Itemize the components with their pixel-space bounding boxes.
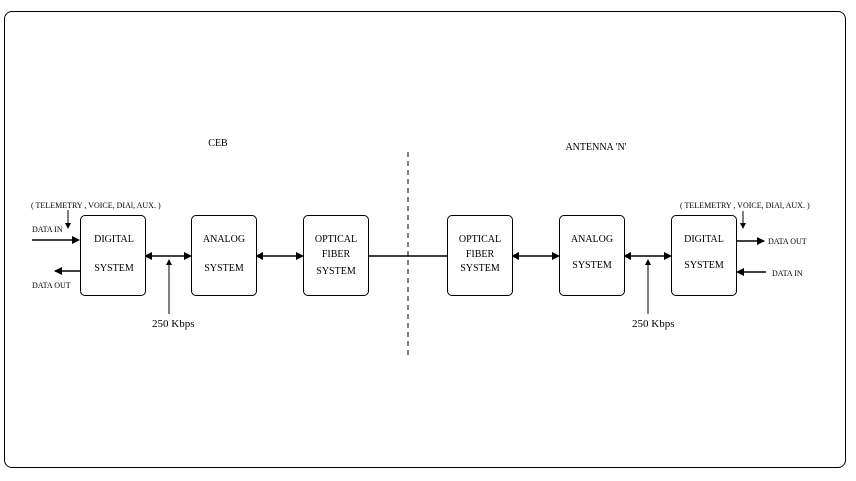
left-rate-label: 250 Kbps [152,318,195,330]
block-label: ANALOG [202,234,246,245]
right-signals-note: ( TELEMETRY , VOICE, DIAl, AUX. ) [680,201,810,210]
block-label: FIBER [321,249,351,260]
diagram-frame [4,11,846,468]
right-rate-label: 250 Kbps [632,318,675,330]
block-label: DIGITAL [94,234,134,245]
left-signals-note: ( TELEMETRY , VOICE, DIAl, AUX. ) [31,201,161,210]
left-data-in-label: DATA IN [32,225,63,234]
block-label: FIBER [465,249,495,260]
right-section-title: ANTENNA 'N' [565,142,627,153]
left-analog-system-block: ANALOG SYSTEM [191,215,257,296]
block-label: SYSTEM [572,260,612,271]
block-label: OPTICAL [314,234,358,245]
right-analog-system-block: ANALOG SYSTEM [559,215,625,296]
block-label: SYSTEM [94,263,134,274]
block-label: SYSTEM [460,263,500,274]
block-label: SYSTEM [316,266,356,277]
block-label: ANALOG [570,234,614,245]
left-optical-fiber-system-block: OPTICAL FIBER SYSTEM [303,215,369,296]
left-section-title: CEB [208,138,228,149]
block-label: SYSTEM [684,260,724,271]
block-label: OPTICAL [458,234,502,245]
right-optical-fiber-system-block: OPTICAL FIBER SYSTEM [447,215,513,296]
right-data-in-label: DATA IN [772,269,803,278]
right-digital-system-block: DIGITAL SYSTEM [671,215,737,296]
block-label: SYSTEM [204,263,244,274]
left-digital-system-block: DIGITAL SYSTEM [80,215,146,296]
right-data-out-label: DATA OUT [768,237,807,246]
left-data-out-label: DATA OUT [32,281,71,290]
block-label: DIGITAL [684,234,724,245]
